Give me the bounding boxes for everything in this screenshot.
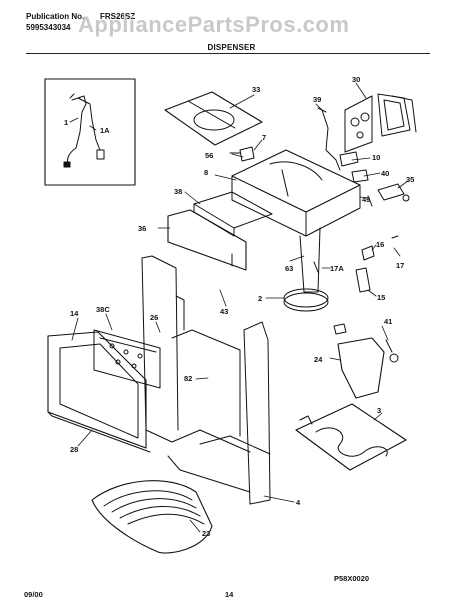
part-label-8: 8 xyxy=(204,168,208,177)
part-label-63: 63 xyxy=(285,264,293,273)
actuator-lever xyxy=(333,323,399,399)
section-title: DISPENSER xyxy=(207,43,256,52)
switch-assembly xyxy=(229,146,255,162)
part-label-17a: 17A xyxy=(330,264,344,273)
part-label-10: 10 xyxy=(372,153,380,162)
part-label-30: 30 xyxy=(352,75,360,84)
actuator-parts xyxy=(339,151,410,207)
part-label-39: 39 xyxy=(313,95,321,104)
page-number: 14 xyxy=(225,590,234,599)
part-label-82: 82 xyxy=(184,374,192,383)
dispenser-housing-body xyxy=(141,255,271,505)
leader-lines xyxy=(69,82,409,533)
part-label-43: 43 xyxy=(220,307,228,316)
heater-pad xyxy=(295,403,407,471)
part-label-38: 38 xyxy=(174,187,182,196)
part-label-38c: 38C xyxy=(96,305,110,314)
publication-number: 5995343034 xyxy=(26,23,71,32)
part-label-16: 16 xyxy=(376,240,384,249)
model-number: FRS26SZ xyxy=(100,12,136,21)
part-label-2: 2 xyxy=(258,294,262,303)
part-label-41: 41 xyxy=(384,317,392,326)
part-label-4: 4 xyxy=(296,498,301,507)
top-cover-plate xyxy=(164,91,263,146)
lamp-assembly xyxy=(313,235,399,293)
part-label-1: 1 xyxy=(64,118,68,127)
wire-bracket xyxy=(317,107,341,171)
part-label-24: 24 xyxy=(314,355,323,364)
part-label-26: 26 xyxy=(150,313,158,322)
door-frame xyxy=(47,331,151,453)
wire-harness-inset xyxy=(44,78,136,186)
watermark: AppliancePartsPros.com xyxy=(78,12,350,37)
part-label-36: 36 xyxy=(138,224,146,233)
publication-label: Publication No. xyxy=(26,12,85,21)
part-label-28: 28 xyxy=(70,445,78,454)
control-board xyxy=(93,329,161,389)
part-label-40: 40 xyxy=(381,169,389,178)
part-label-56: 56 xyxy=(205,151,213,160)
front-panel xyxy=(167,209,247,271)
ice-chute xyxy=(299,227,321,293)
header-rule xyxy=(26,53,430,54)
footer-date: 09/00 xyxy=(24,590,43,599)
diagram-code: P58X0020 xyxy=(334,574,370,583)
dispenser-bracket-assembly xyxy=(344,93,417,153)
dispenser-housing xyxy=(231,149,361,237)
part-label-1a: 1A xyxy=(100,126,110,135)
part-label-17: 17 xyxy=(396,261,404,270)
part-label-49: 49 xyxy=(362,195,370,204)
part-label-15: 15 xyxy=(377,293,385,302)
part-label-33: 33 xyxy=(252,85,260,94)
part-label-7: 7 xyxy=(262,133,266,142)
part-label-35: 35 xyxy=(406,175,414,184)
drip-tray xyxy=(91,480,213,554)
part-label-3: 3 xyxy=(377,406,381,415)
part-label-14: 14 xyxy=(70,309,79,318)
part-label-23: 23 xyxy=(202,529,210,538)
